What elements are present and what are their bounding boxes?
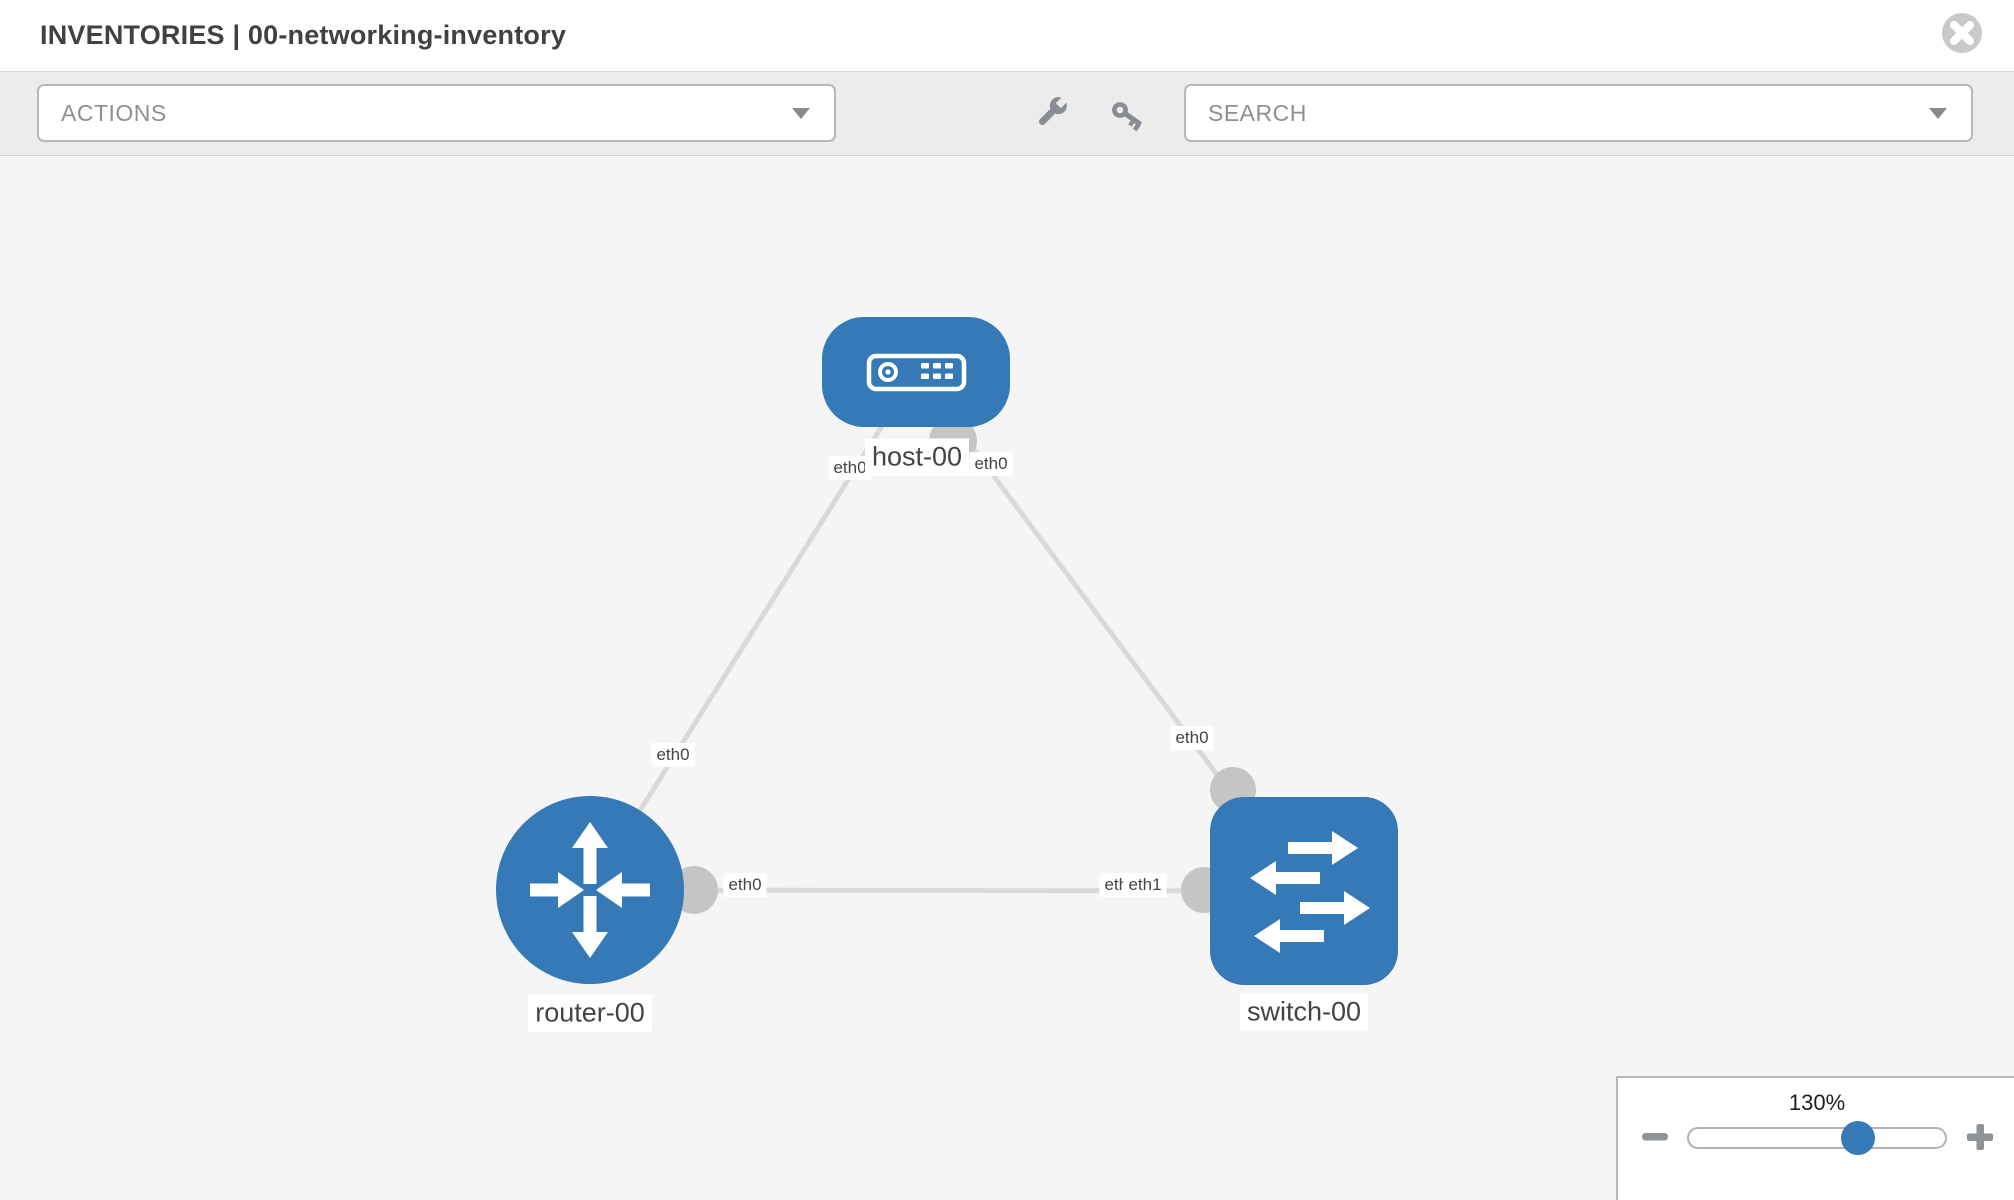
- zoom-value: 130%: [1788, 1090, 1846, 1115]
- topology-canvas[interactable]: eth0 eth0 eth0 eth0 eth0 eth1 eth1 host-…: [0, 156, 2014, 1200]
- key-icon: [1112, 102, 1142, 132]
- interface-label: eth0: [828, 456, 872, 480]
- actions-dropdown-label: ACTIONS: [61, 99, 167, 126]
- actions-dropdown[interactable]: ACTIONS: [37, 84, 836, 142]
- interface-label: eth1: [1123, 873, 1167, 897]
- host-device-icon: [866, 353, 967, 392]
- toolbar-tools: [1030, 72, 1148, 156]
- router-icon: [530, 822, 650, 958]
- node-host-00[interactable]: [822, 317, 1010, 427]
- close-button[interactable]: [1942, 13, 1982, 53]
- zoom-out-button[interactable]: [1640, 1122, 1670, 1157]
- chevron-down-icon: [792, 108, 810, 119]
- plus-icon: [1967, 1124, 1993, 1150]
- interface-label: eth0: [969, 452, 1013, 476]
- search-dropdown-label: SEARCH: [1208, 99, 1307, 126]
- page-header: INVENTORIES | 00-networking-inventory: [0, 0, 2014, 72]
- minus-icon: [1642, 1133, 1668, 1141]
- configure-button[interactable]: [1030, 92, 1074, 136]
- node-label-router-00: router-00: [528, 994, 652, 1032]
- zoom-control: 130%: [1616, 1076, 2014, 1200]
- chevron-down-icon: [1929, 108, 1947, 119]
- node-label-host-00: host-00: [864, 438, 970, 476]
- interface-label: eth0: [651, 743, 695, 767]
- toolbar: ACTIONS SEARCH: [0, 72, 2014, 156]
- search-dropdown[interactable]: SEARCH: [1184, 84, 1973, 142]
- credentials-button[interactable]: [1104, 92, 1148, 136]
- node-switch-00[interactable]: [1210, 797, 1398, 985]
- zoom-slider-handle[interactable]: [1841, 1121, 1875, 1155]
- wrench-icon: [1038, 93, 1071, 126]
- switch-icon: [1250, 831, 1370, 953]
- interface-label: eth0: [723, 873, 767, 897]
- node-router-00[interactable]: [496, 796, 684, 984]
- page-title: INVENTORIES | 00-networking-inventory: [40, 20, 567, 50]
- zoom-in-button[interactable]: [1965, 1122, 1995, 1157]
- close-icon: [1942, 13, 1982, 53]
- node-label-switch-00: switch-00: [1239, 993, 1369, 1031]
- zoom-slider-track[interactable]: [1687, 1127, 1947, 1149]
- interface-label: eth0: [1170, 726, 1214, 750]
